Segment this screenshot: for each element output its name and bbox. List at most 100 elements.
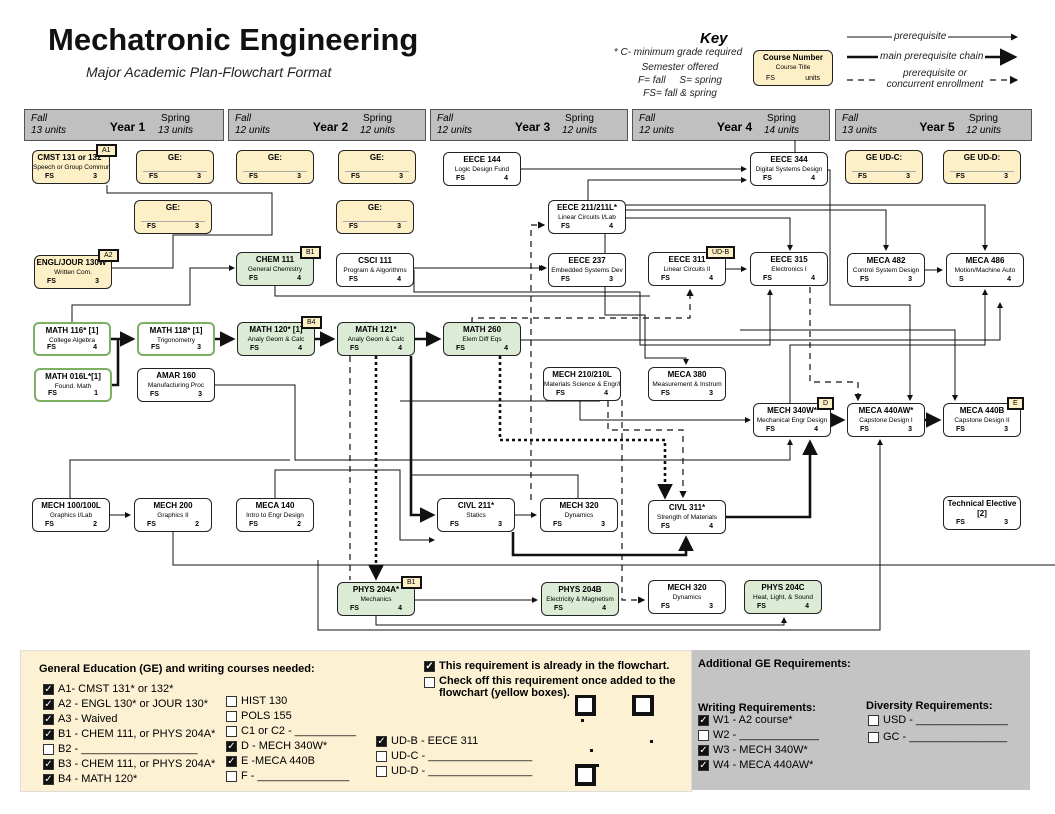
requirement-label: B1 - CHEM 111, or PHYS 204A* — [58, 728, 216, 740]
requirement-item[interactable]: ✓ B3 - CHEM 111, or PHYS 204A* — [43, 758, 215, 770]
requirement-item[interactable]: ✓W4 - MECA 440AW* — [698, 759, 813, 771]
course-number: CIVL 211* — [457, 501, 495, 510]
checkbox-checked-icon[interactable]: ✓ — [43, 683, 54, 695]
checkbox-checked-icon[interactable]: ✓ — [43, 773, 54, 785]
checkbox-empty-icon[interactable] — [376, 765, 387, 777]
checkbox-checked-icon[interactable]: ✓ — [43, 758, 54, 770]
course-semester: FS — [661, 275, 670, 282]
spring-label: Spring — [969, 113, 998, 124]
checkbox-empty-icon[interactable] — [226, 710, 237, 722]
course-number: MECA 440B — [959, 406, 1005, 415]
course-title: Mechanics — [360, 596, 392, 603]
requirement-item[interactable]: ✓ A2 - ENGL 130* or JOUR 130* — [43, 698, 208, 710]
legend-checked: ✓This requirement is already in the flow… — [424, 660, 669, 672]
requirement-item[interactable]: ✓A3 - Waived — [43, 713, 118, 725]
requirement-item[interactable]: C1 or C2 - __________ — [226, 725, 356, 737]
requirement-item[interactable]: USD - _______________ — [868, 714, 1008, 726]
checkbox-empty-icon[interactable] — [226, 695, 237, 707]
fall-label: Fall — [437, 113, 454, 124]
requirement-item[interactable]: F - _______________ — [226, 770, 349, 782]
checkbox-checked-icon[interactable]: ✓ — [698, 759, 709, 771]
course-semester: FS — [151, 344, 160, 351]
connector — [317, 439, 883, 631]
checkbox-checked-icon[interactable]: ✓ — [226, 755, 237, 767]
course-number: GE: — [167, 153, 183, 162]
checkbox-checked-icon[interactable]: ✓ — [43, 713, 54, 725]
course-semester: FS — [149, 173, 158, 180]
checkbox-empty-icon[interactable] — [43, 743, 54, 755]
course-title: Dynamics — [564, 512, 594, 519]
checkbox-checked-icon[interactable]: ✓ — [43, 728, 54, 740]
course-units: 1 — [94, 390, 98, 397]
requirement-item[interactable]: ✓ B1 - CHEM 111, or PHYS 204A* — [43, 728, 215, 740]
checkbox-checked-icon[interactable]: ✓ — [226, 740, 237, 752]
course-number: MECA 140 — [255, 501, 295, 510]
checkbox-empty-icon[interactable] — [868, 714, 879, 726]
course-units: 4 — [811, 175, 815, 182]
ge-blank-line — [143, 171, 207, 172]
requirement-label: A2 - ENGL 130* or JOUR 130* — [58, 698, 208, 710]
requirement-item[interactable]: B2 - ___________________ — [43, 743, 197, 755]
requirement-item[interactable]: POLS 155 — [226, 710, 292, 722]
checkbox-empty-icon[interactable] — [226, 725, 237, 737]
checkbox-checked-icon[interactable]: ✓ — [43, 698, 54, 710]
requirement-item[interactable]: UD-C - _________________ — [376, 750, 532, 762]
course-semester: FS — [349, 223, 358, 230]
requirement-label: W3 - MECH 340W* — [713, 744, 808, 756]
course-semester: FS — [860, 276, 869, 283]
course-title: Digital Systems Design — [755, 166, 823, 173]
requirement-item[interactable]: ✓W1 - A2 course* — [698, 714, 792, 726]
checkbox-empty-icon[interactable] — [226, 770, 237, 782]
course-units: 4 — [604, 390, 608, 397]
course-title: Dynamics — [672, 594, 702, 601]
requirement-item[interactable]: GC - ________________ — [868, 731, 1007, 743]
requirement-item[interactable]: ✓UD-B - EECE 311 — [376, 735, 478, 747]
course-number: GE: — [267, 153, 283, 162]
fall-units: 13 units — [31, 125, 67, 136]
course-semester: FS — [661, 603, 670, 610]
requirement-item[interactable]: W2 - _____________ — [698, 729, 819, 741]
checkbox-empty-icon[interactable] — [868, 731, 879, 743]
course-units: 4 — [504, 345, 508, 352]
course-semester: FS — [553, 521, 562, 528]
requirement-item[interactable]: ✓ W3 - MECH 340W* — [698, 744, 808, 756]
ge-badge: B1 — [300, 246, 321, 259]
requirement-label: E -MECA 440B — [241, 755, 315, 767]
checkbox-checked-icon[interactable]: ✓ — [698, 714, 709, 726]
course-semester: FS — [249, 275, 258, 282]
requirement-item[interactable]: HIST 130 — [226, 695, 287, 707]
course-number: MECH 340W* — [767, 406, 817, 415]
course-title: Electricity & Magnetism — [546, 596, 614, 603]
requirement-item[interactable]: ✓D - MECH 340W* — [226, 740, 327, 752]
requirement-item[interactable]: ✓A1- CMST 131* or 132* — [43, 683, 173, 695]
requirement-item[interactable]: UD-D - _________________ — [376, 765, 532, 777]
requirement-item[interactable]: ✓B4 - MATH 120* — [43, 773, 137, 785]
course-units: 3 — [397, 223, 401, 230]
ge-badge: A2 — [98, 249, 119, 262]
ge-panel-title: General Education (GE) and writing cours… — [39, 663, 315, 675]
requirement-label: B3 - CHEM 111, or PHYS 204A* — [58, 758, 216, 770]
ge-blank-line — [243, 171, 307, 172]
checkbox-checked-icon[interactable]: ✓ — [376, 735, 387, 747]
course-semester: FS — [249, 173, 258, 180]
course-semester: FS — [956, 519, 965, 526]
course-number: PHYS 204A* — [352, 585, 400, 594]
course-units: 4 — [297, 275, 301, 282]
checkbox-checked-icon[interactable]: ✓ — [698, 744, 709, 756]
course-units: 3 — [601, 521, 605, 528]
requirement-item[interactable]: ✓ E -MECA 440B — [226, 755, 315, 767]
connector — [172, 532, 1055, 566]
checkbox-empty-icon[interactable] — [376, 750, 387, 762]
course-units: 3 — [906, 173, 910, 180]
checkbox-empty-icon[interactable] — [698, 729, 709, 741]
